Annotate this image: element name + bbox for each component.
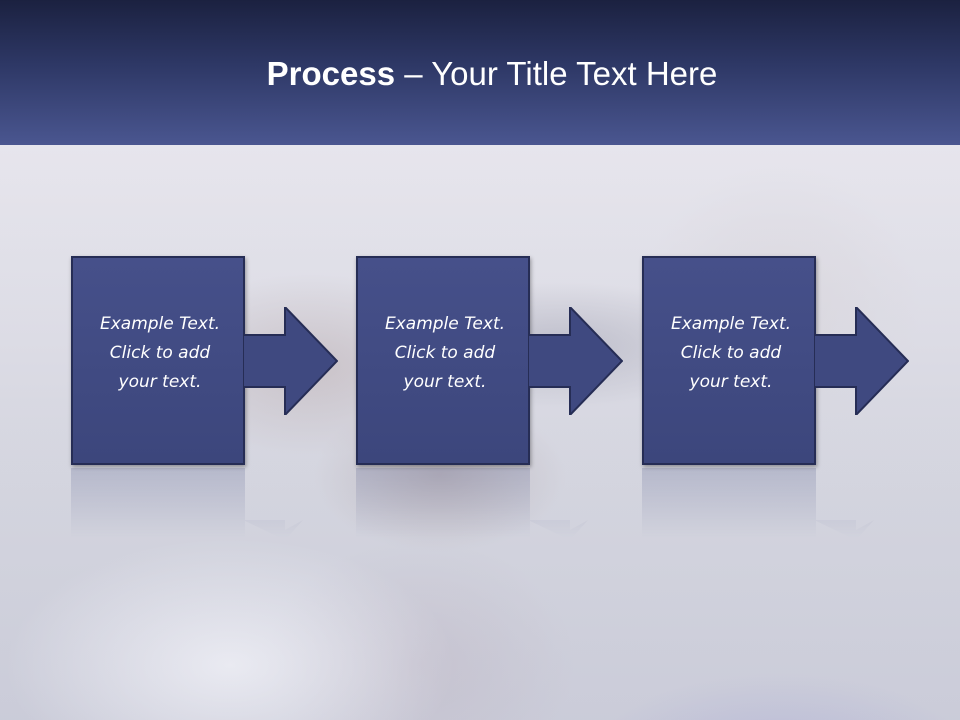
- title-bar: Process – Your Title Text Here: [0, 0, 960, 145]
- step-text[interactable]: Example Text. Click to add your text.: [670, 314, 792, 392]
- step-reflection: [642, 468, 932, 540]
- step-box[interactable]: Example Text. Click to add your text.: [356, 256, 530, 465]
- step-reflection: [356, 468, 646, 540]
- arrow-right-icon: [528, 307, 623, 415]
- arrow-right-icon: [814, 307, 909, 415]
- arrow-right-icon: [243, 307, 338, 415]
- process-step-1: Example Text. Click to add your text.: [71, 256, 361, 576]
- slide-title[interactable]: Process – Your Title Text Here: [0, 52, 960, 96]
- step-box[interactable]: Example Text. Click to add your text.: [71, 256, 245, 465]
- slide-title-bold: Process: [266, 55, 396, 92]
- step-reflection: [71, 468, 361, 540]
- step-box[interactable]: Example Text. Click to add your text.: [642, 256, 816, 465]
- process-step-2: Example Text. Click to add your text.: [356, 256, 646, 576]
- step-text[interactable]: Example Text. Click to add your text.: [99, 314, 221, 392]
- slide-title-rest: – Your Title Text Here: [395, 55, 718, 92]
- step-text[interactable]: Example Text. Click to add your text.: [384, 314, 506, 392]
- process-step-3: Example Text. Click to add your text.: [642, 256, 932, 576]
